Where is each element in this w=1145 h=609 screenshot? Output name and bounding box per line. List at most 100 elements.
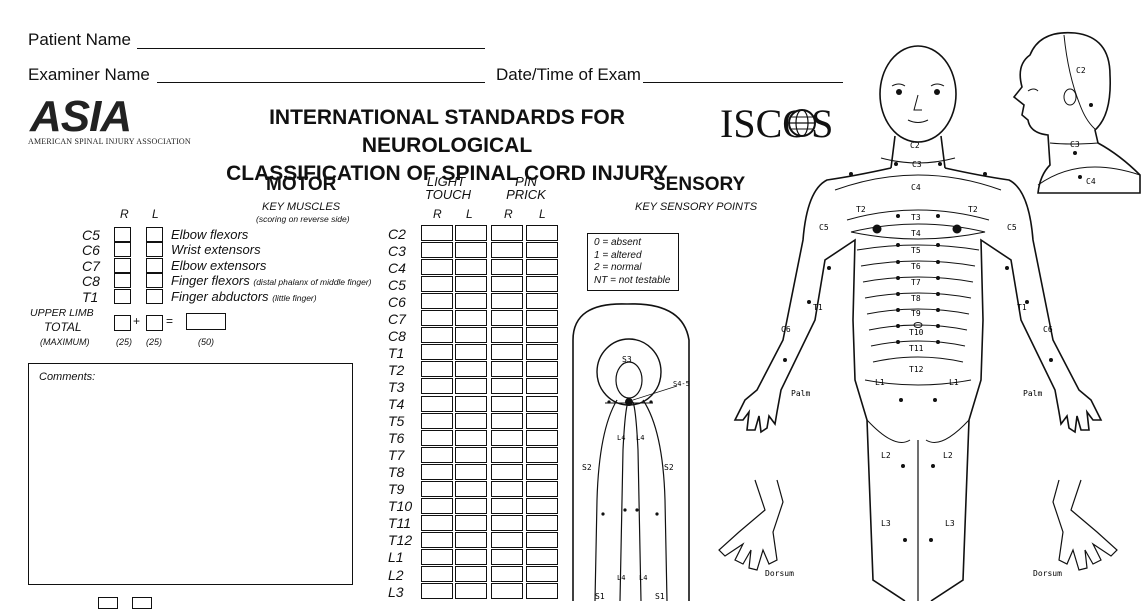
sensory-score-pp-r[interactable]: [491, 566, 523, 582]
sensory-score-pp-r[interactable]: [491, 293, 523, 310]
sensory-score-pp-r[interactable]: [491, 276, 523, 293]
exam-datetime-field[interactable]: [643, 64, 843, 83]
sensory-score-lt-l[interactable]: [455, 514, 487, 531]
sensory-score-pp-l[interactable]: [526, 480, 558, 497]
sensory-score-lt-l[interactable]: [455, 480, 487, 497]
sensory-score-pp-r[interactable]: [491, 429, 523, 446]
sensory-score-pp-l[interactable]: [526, 395, 558, 412]
sensory-score-lt-r[interactable]: [421, 225, 453, 241]
sensory-score-lt-l[interactable]: [455, 378, 487, 395]
sensory-score-pp-l[interactable]: [526, 412, 558, 429]
sensory-score-pp-r[interactable]: [491, 327, 523, 344]
sensory-score-lt-r[interactable]: [421, 310, 453, 327]
sensory-score-pp-l[interactable]: [526, 378, 558, 395]
comments-box[interactable]: Comments:: [28, 363, 353, 585]
sensory-score-pp-l[interactable]: [526, 548, 558, 565]
sensory-score-lt-l[interactable]: [455, 259, 487, 276]
sensory-score-lt-l[interactable]: [455, 566, 487, 582]
sensory-score-lt-r[interactable]: [421, 344, 453, 361]
sensory-score-lt-r[interactable]: [421, 566, 453, 582]
sensory-score-pp-l[interactable]: [526, 327, 558, 344]
motor-score-r[interactable]: [114, 273, 131, 289]
examiner-name-field[interactable]: [157, 64, 485, 83]
sensory-score-lt-r[interactable]: [421, 446, 453, 463]
sensory-score-lt-l[interactable]: [455, 531, 487, 548]
sensory-score-pp-l[interactable]: [526, 514, 558, 531]
sensory-score-lt-r[interactable]: [421, 378, 453, 395]
sensory-score-pp-l[interactable]: [526, 566, 558, 582]
sensory-score-lt-l[interactable]: [455, 310, 487, 327]
sensory-score-pp-r[interactable]: [491, 378, 523, 395]
sensory-score-pp-l[interactable]: [526, 259, 558, 276]
sensory-score-lt-r[interactable]: [421, 480, 453, 497]
motor-score-l[interactable]: [146, 288, 163, 304]
sensory-score-pp-l[interactable]: [526, 276, 558, 293]
sensory-score-lt-l[interactable]: [455, 548, 487, 565]
sensory-score-lt-r[interactable]: [421, 361, 453, 378]
sensory-score-pp-r[interactable]: [491, 225, 523, 241]
sensory-score-lt-l[interactable]: [455, 293, 487, 310]
sensory-score-lt-l[interactable]: [455, 429, 487, 446]
sensory-score-pp-r[interactable]: [491, 548, 523, 565]
motor-score-l[interactable]: [146, 257, 163, 273]
sensory-score-pp-r[interactable]: [491, 463, 523, 480]
sensory-score-pp-l[interactable]: [526, 225, 558, 241]
sensory-score-lt-l[interactable]: [455, 327, 487, 344]
sensory-score-lt-l[interactable]: [455, 412, 487, 429]
sensory-score-pp-r[interactable]: [491, 242, 523, 259]
sensory-score-lt-r[interactable]: [421, 242, 453, 259]
sensory-score-pp-l[interactable]: [526, 429, 558, 446]
sensory-score-lt-r[interactable]: [421, 548, 453, 565]
sensory-score-lt-l[interactable]: [455, 242, 487, 259]
sensory-score-lt-r[interactable]: [421, 293, 453, 310]
sensory-score-lt-r[interactable]: [421, 259, 453, 276]
partial-box-2[interactable]: [132, 597, 152, 609]
sensory-score-pp-l[interactable]: [526, 361, 558, 378]
sensory-score-lt-l[interactable]: [455, 497, 487, 514]
sensory-score-lt-l[interactable]: [455, 583, 487, 600]
motor-score-l[interactable]: [146, 242, 163, 258]
motor-score-r[interactable]: [114, 242, 131, 258]
sensory-score-lt-l[interactable]: [455, 395, 487, 412]
sensory-score-pp-l[interactable]: [526, 497, 558, 514]
sensory-score-lt-r[interactable]: [421, 531, 453, 548]
sensory-score-pp-l[interactable]: [526, 531, 558, 548]
sensory-score-pp-r[interactable]: [491, 583, 523, 600]
sensory-score-pp-r[interactable]: [491, 412, 523, 429]
upper-limb-total-sum[interactable]: [186, 313, 226, 330]
sensory-score-lt-l[interactable]: [455, 344, 487, 361]
sensory-score-pp-r[interactable]: [491, 480, 523, 497]
sensory-score-pp-r[interactable]: [491, 514, 523, 531]
sensory-score-pp-r[interactable]: [491, 344, 523, 361]
sensory-score-pp-r[interactable]: [491, 446, 523, 463]
sensory-score-pp-l[interactable]: [526, 310, 558, 327]
sensory-score-pp-l[interactable]: [526, 344, 558, 361]
sensory-score-pp-l[interactable]: [526, 583, 558, 600]
upper-limb-total-r[interactable]: [114, 315, 131, 331]
sensory-score-lt-l[interactable]: [455, 463, 487, 480]
sensory-score-pp-r[interactable]: [491, 310, 523, 327]
sensory-score-lt-r[interactable]: [421, 583, 453, 600]
sensory-score-lt-r[interactable]: [421, 327, 453, 344]
sensory-score-pp-r[interactable]: [491, 497, 523, 514]
sensory-score-lt-r[interactable]: [421, 429, 453, 446]
sensory-score-lt-r[interactable]: [421, 412, 453, 429]
sensory-score-lt-l[interactable]: [455, 446, 487, 463]
sensory-score-lt-r[interactable]: [421, 395, 453, 412]
motor-score-r[interactable]: [114, 257, 131, 273]
sensory-score-pp-l[interactable]: [526, 293, 558, 310]
patient-name-field[interactable]: [137, 30, 485, 49]
partial-box-1[interactable]: [98, 597, 118, 609]
upper-limb-total-l[interactable]: [146, 315, 163, 331]
sensory-score-pp-r[interactable]: [491, 531, 523, 548]
sensory-score-lt-r[interactable]: [421, 276, 453, 293]
sensory-score-pp-r[interactable]: [491, 361, 523, 378]
sensory-score-lt-l[interactable]: [455, 276, 487, 293]
sensory-score-lt-r[interactable]: [421, 514, 453, 531]
sensory-score-pp-l[interactable]: [526, 242, 558, 259]
sensory-score-lt-l[interactable]: [455, 225, 487, 241]
sensory-score-lt-r[interactable]: [421, 497, 453, 514]
sensory-score-pp-l[interactable]: [526, 463, 558, 480]
motor-score-r[interactable]: [114, 288, 131, 304]
motor-score-l[interactable]: [146, 227, 163, 242]
